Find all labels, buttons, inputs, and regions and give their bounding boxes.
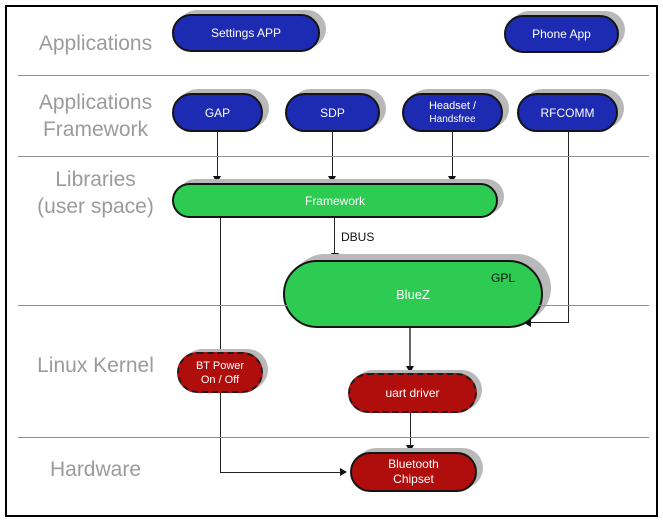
arrowhead-headset-framework <box>448 176 456 183</box>
node-rfcomm: RFCOMM <box>517 93 618 132</box>
connector-headset-framework <box>452 132 453 178</box>
layer-label-applications-text: Applications <box>38 32 153 55</box>
layer-label-hardware: Hardware <box>8 456 183 483</box>
node-headset-label-line2: Handsfree <box>429 114 476 125</box>
layer-label-linux-kernel: Linux Kernel <box>8 352 183 379</box>
arrowhead-bluez-uart <box>406 366 414 373</box>
node-settings-app-label: Settings APP <box>210 26 282 40</box>
layer-label-libraries-line1: Libraries <box>55 168 136 191</box>
node-bluetooth-chipset-label-line2: Chipset <box>393 472 434 486</box>
connector-bluez-uart <box>409 328 411 367</box>
node-bt-power-label-line2: On / Off <box>200 373 240 386</box>
layer-label-linux-kernel-text: Linux Kernel <box>37 354 154 377</box>
divider-applications-framework <box>18 75 649 76</box>
gpl-label: GPL <box>490 271 515 285</box>
layer-label-hardware-text: Hardware <box>49 458 142 481</box>
layer-label-applications-framework: Applications Framework <box>8 89 183 143</box>
node-bluetooth-chipset-label-line1: Bluetooth <box>388 457 439 471</box>
node-sdp: SDP <box>285 93 380 132</box>
node-sdp-label: SDP <box>320 105 345 120</box>
node-gap: GAP <box>172 93 263 132</box>
connector-uart-chipset <box>410 413 411 446</box>
arrowhead-framework-bluez-dbus <box>331 253 339 260</box>
node-uart-driver: uart driver <box>348 373 477 413</box>
node-gap-label: GAP <box>204 105 231 120</box>
arrowhead-sdp-framework <box>328 176 336 183</box>
node-settings-app: Settings APP <box>172 14 320 52</box>
node-headset-label-line1: Headset / <box>428 100 477 112</box>
layer-label-libraries-line2: (user space) <box>37 195 154 218</box>
connector-gap-framework <box>217 132 218 178</box>
node-framework-label: Framework <box>304 193 365 208</box>
layer-label-applications: Applications <box>8 30 183 57</box>
dbus-label: DBUS <box>341 230 375 244</box>
node-phone-app: Phone App <box>504 15 619 53</box>
arrowhead-uart-chipset <box>406 445 414 452</box>
divider-libraries-kernel <box>18 305 649 306</box>
layer-label-applications-framework-line1: Applications <box>38 91 153 114</box>
node-framework: Framework <box>172 183 498 218</box>
node-bt-power-label-line1: BT Power <box>195 359 245 372</box>
node-uart-driver-label: uart driver <box>385 386 440 400</box>
connector-sdp-framework <box>332 132 333 178</box>
node-bt-power: BT Power On / Off <box>177 352 263 393</box>
node-headset-handsfree: Headset / Handsfree <box>402 93 503 132</box>
node-bluetooth-chipset: Bluetooth Chipset <box>350 452 477 492</box>
connector-framework-chipset-horizontal <box>220 472 341 473</box>
connector-framework-bluez-dbus <box>334 218 335 254</box>
arrowhead-gap-framework <box>213 176 221 183</box>
node-rfcomm-label: RFCOMM <box>540 105 595 120</box>
layer-label-applications-framework-line2: Framework <box>42 118 148 141</box>
connector-rfcomm-bluez-horizontal <box>531 322 569 323</box>
divider-framework-libraries <box>18 156 649 157</box>
connector-framework-chipset-vertical <box>220 218 221 472</box>
node-phone-app-label: Phone App <box>532 27 591 41</box>
layer-label-libraries: Libraries (user space) <box>8 166 183 220</box>
arrowhead-rfcomm-bluez <box>524 319 531 327</box>
connector-rfcomm-bluez-vertical <box>568 132 569 323</box>
node-bluez: BlueZ GPL <box>283 260 543 328</box>
node-bluez-label: BlueZ <box>396 286 430 302</box>
arrowhead-framework-chipset <box>340 468 347 476</box>
divider-kernel-hardware <box>18 437 649 438</box>
diagram-border <box>5 5 658 517</box>
